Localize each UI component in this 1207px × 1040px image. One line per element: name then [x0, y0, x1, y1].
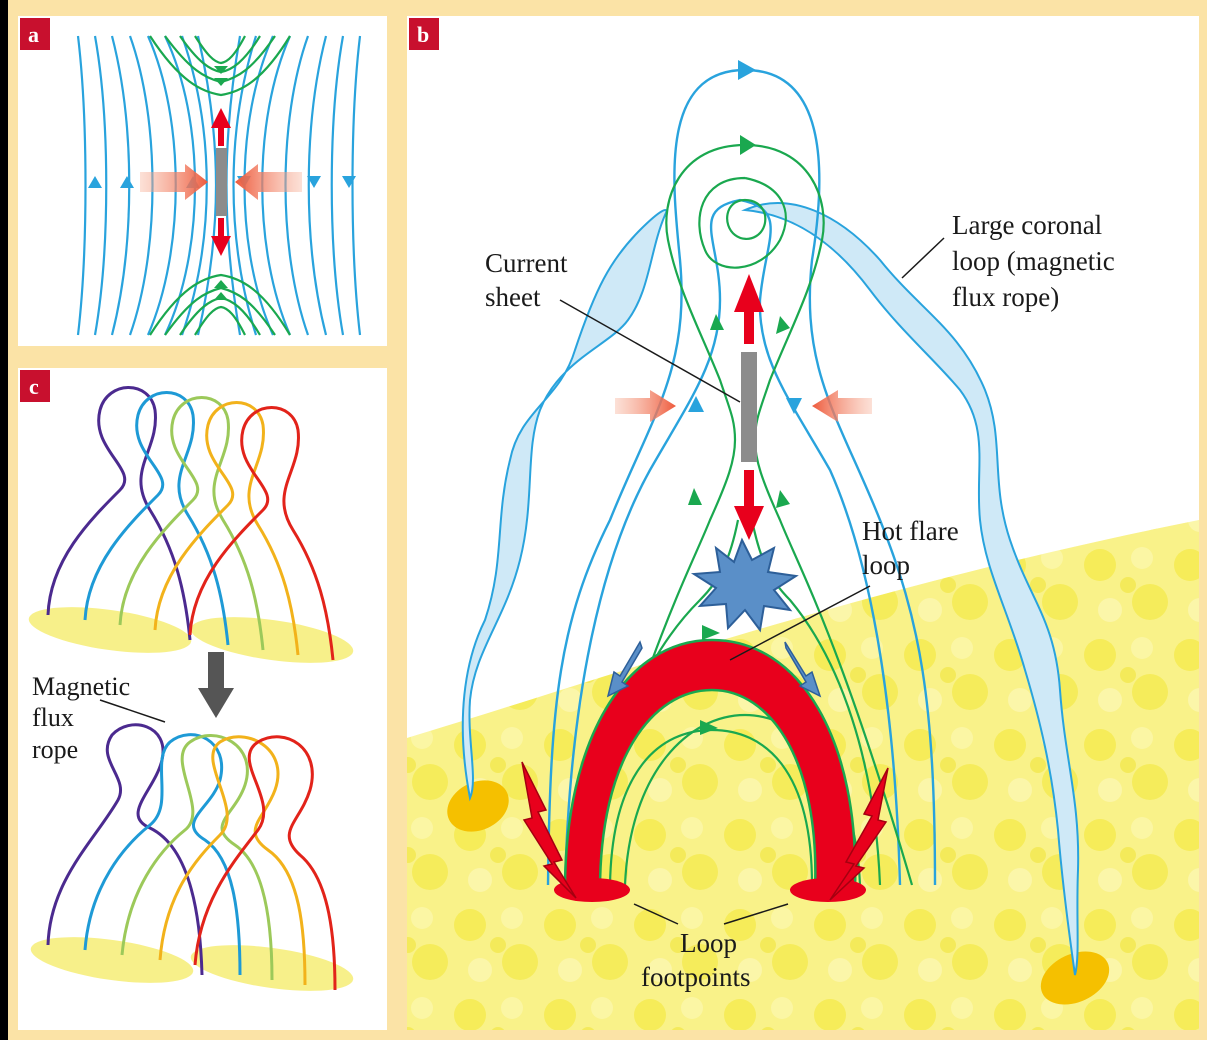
- svg-text:Current: Current: [485, 248, 568, 278]
- svg-text:Large coronal: Large coronal: [952, 210, 1102, 240]
- panel-a: a: [18, 16, 387, 346]
- panel-c: c Ma: [18, 368, 387, 1030]
- panel-c-tag: c: [20, 370, 50, 402]
- svg-text:flux rope): flux rope): [952, 282, 1059, 312]
- svg-text:footpoints: footpoints: [641, 962, 751, 992]
- svg-text:rope: rope: [32, 735, 78, 764]
- svg-text:Loop: Loop: [680, 928, 737, 958]
- panel-b-tag-text: b: [417, 22, 429, 47]
- svg-text:flux: flux: [32, 703, 74, 732]
- svg-text:Hot flare: Hot flare: [862, 516, 959, 546]
- svg-text:loop (magnetic: loop (magnetic: [952, 246, 1115, 276]
- panel-c-tag-text: c: [29, 374, 39, 399]
- panel-a-tag-text: a: [28, 22, 39, 47]
- svg-text:Magnetic: Magnetic: [32, 672, 130, 701]
- svg-text:loop: loop: [862, 550, 910, 580]
- panel-b-tag: b: [409, 18, 439, 50]
- panel-b: b: [407, 16, 1199, 1030]
- svg-text:sheet: sheet: [485, 282, 541, 312]
- loop-footpoint-right: [790, 878, 866, 902]
- panel-b-current-sheet: [741, 352, 757, 462]
- panel-a-current-sheet: [216, 148, 227, 216]
- panel-a-tag: a: [20, 18, 50, 50]
